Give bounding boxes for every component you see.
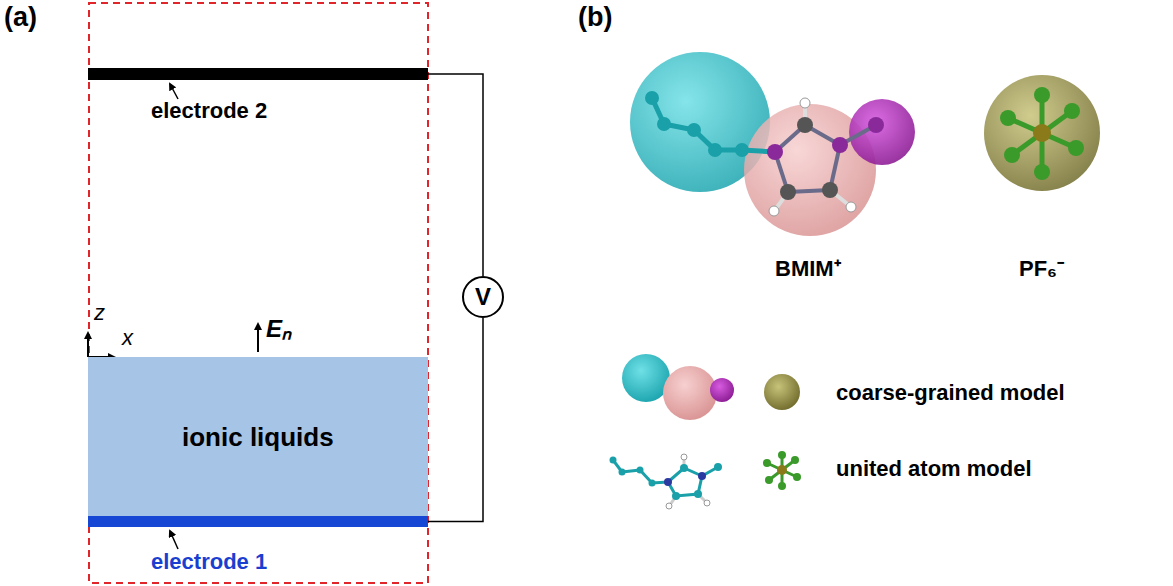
node-label: electrode 1 xyxy=(151,549,267,575)
ua-chain-atoms xyxy=(610,457,656,487)
drawing-part xyxy=(1068,140,1084,156)
drawing-part xyxy=(832,137,848,153)
drawing-part xyxy=(780,184,796,200)
drawing-part xyxy=(797,117,813,133)
drawing-part xyxy=(714,463,722,471)
drawing-part xyxy=(778,482,786,490)
drawing-part xyxy=(657,117,671,131)
butyl-atoms xyxy=(645,91,749,157)
drawing-part xyxy=(777,465,787,475)
drawing-part xyxy=(680,464,688,472)
drawing-part xyxy=(765,476,773,484)
node-label: electrode 2 xyxy=(151,98,267,124)
drawing-part xyxy=(687,123,701,137)
phosphorus-atom xyxy=(1033,124,1051,142)
drawing-part xyxy=(610,457,617,464)
axis-label: z xyxy=(94,300,105,326)
cg-ring xyxy=(663,366,717,420)
axis-label: x xyxy=(122,325,133,351)
drawing-part xyxy=(637,467,644,474)
drawing-part xyxy=(672,492,680,500)
leader-line xyxy=(170,531,178,549)
cg-methyl xyxy=(710,378,734,402)
pf6-bead xyxy=(984,75,1100,191)
fluorine-atoms xyxy=(1000,87,1084,180)
cg-butyl xyxy=(622,354,670,402)
drawing-part xyxy=(793,473,801,481)
circuit-wire xyxy=(428,74,483,276)
ring-atoms xyxy=(767,98,884,216)
drawing-part xyxy=(666,503,672,509)
circuit-wire xyxy=(428,318,483,522)
drawing-part xyxy=(664,478,672,486)
drawing-part xyxy=(800,98,810,108)
panel-label: (a) xyxy=(4,2,37,33)
drawing-part xyxy=(767,144,783,160)
model-label: coarse-grained model xyxy=(836,380,1065,406)
drawing-part xyxy=(846,202,856,212)
model-label: united atom model xyxy=(836,456,1032,482)
drawing-part xyxy=(619,469,626,476)
drawing-part xyxy=(645,91,659,105)
drawing-part xyxy=(1034,87,1050,103)
drawing-part xyxy=(1034,164,1050,180)
drawing-part xyxy=(868,117,884,133)
drawing-part xyxy=(698,472,706,480)
imidazolium-ring xyxy=(775,104,876,210)
drawing-part xyxy=(763,451,801,490)
leader-line xyxy=(170,84,178,99)
electrode-bar: electrode 2 xyxy=(88,68,428,80)
ua-ring xyxy=(668,458,718,505)
panel-label: (b) xyxy=(578,2,612,33)
ion-name: PF₆⁻ xyxy=(1019,252,1064,282)
field-arrow xyxy=(257,324,259,352)
drawing-part xyxy=(681,454,687,460)
drawing-part xyxy=(778,451,786,459)
drawing-part xyxy=(1000,110,1016,126)
drawing-part xyxy=(791,456,799,464)
ua-ring-atoms xyxy=(664,454,722,509)
cg-anion xyxy=(764,374,800,410)
drawing-part xyxy=(694,490,702,498)
drawing-part xyxy=(708,143,722,157)
simulation-box xyxy=(89,3,428,583)
voltmeter-circle: V xyxy=(462,276,504,318)
drawing-part xyxy=(822,182,838,198)
drawing-part xyxy=(1064,103,1080,119)
methyl-bead xyxy=(849,99,915,165)
field-label: Eₙ xyxy=(266,311,292,344)
node-label: V xyxy=(475,283,491,311)
drawing-part xyxy=(704,500,710,506)
drawing-part xyxy=(735,143,749,157)
ua-chain xyxy=(613,460,668,483)
drawing-part xyxy=(769,206,779,216)
node-label: ionic liquids xyxy=(182,422,334,453)
electrode-bar: electrode 1 xyxy=(88,516,428,527)
z-axis xyxy=(87,333,89,357)
drawing-part xyxy=(649,480,656,487)
drawing-part xyxy=(1004,147,1020,163)
drawing-part xyxy=(763,459,771,467)
ionic-liquid-region: ionic liquids xyxy=(88,357,428,517)
ion-name: BMIM⁺ xyxy=(775,252,841,282)
